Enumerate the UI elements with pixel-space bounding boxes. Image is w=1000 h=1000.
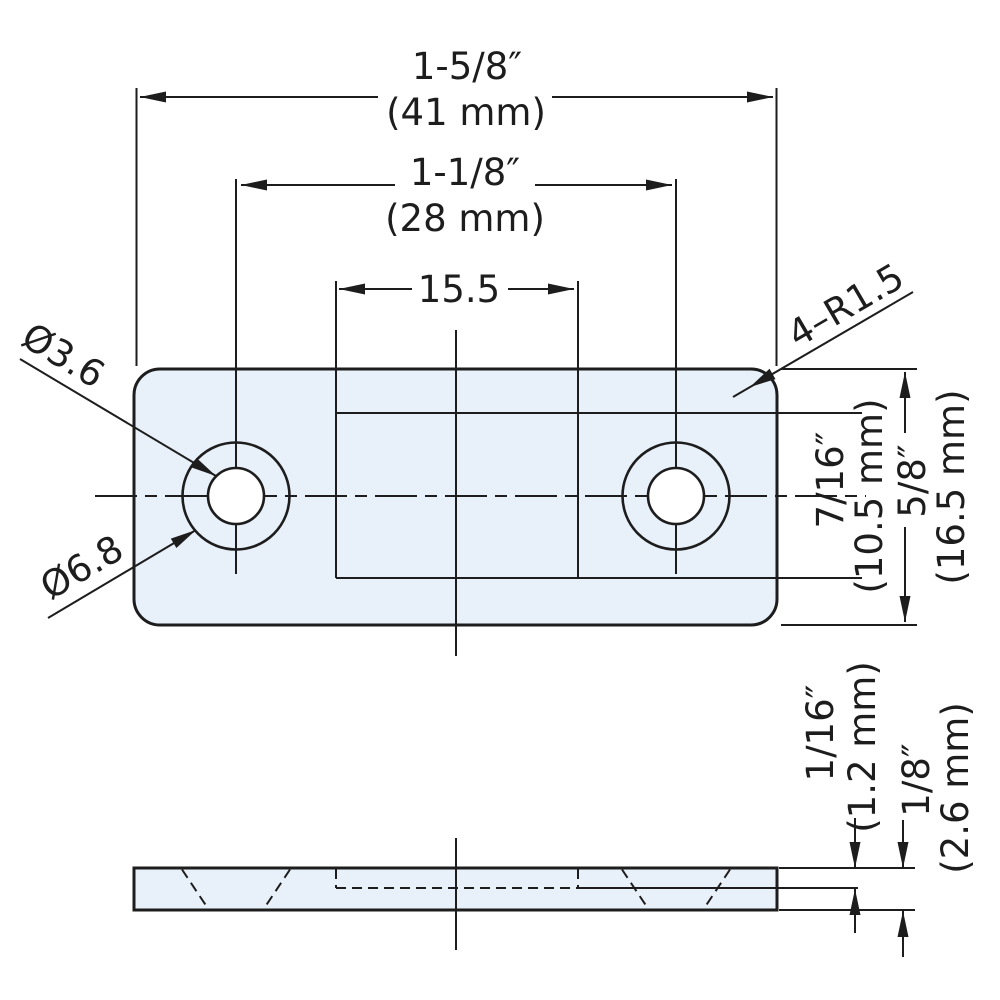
dim-recess-width: 15.5: [339, 268, 574, 311]
left-countersink-slant: [263, 868, 291, 910]
side-view: 1/16″ (1.2 mm) 1/8″ (2.6 mm): [132, 661, 977, 957]
dim-hole-spacing-metric-label: (28 mm): [385, 197, 545, 240]
right-hole-circle: [646, 466, 706, 526]
arrowhead: [170, 530, 196, 548]
dim-thickness-metric-label: (2.6 mm): [934, 702, 977, 874]
dim-overall-width: 1-5/8″ (41 mm): [135, 45, 778, 366]
dim-thickness-inch-label: 1/8″: [895, 743, 938, 816]
dim-recess-depth: 1/16″ (1.2 mm): [799, 661, 884, 933]
arrowhead: [750, 368, 776, 387]
dim-recess-height-metric-label: (10.5 mm): [848, 398, 891, 593]
arrowhead: [241, 179, 267, 191]
arrowhead: [897, 911, 909, 937]
arrowhead: [849, 842, 861, 868]
arrowhead: [897, 842, 909, 868]
arrowhead: [899, 372, 911, 398]
arrowhead: [646, 179, 672, 191]
dim-recess-width-label: 15.5: [418, 268, 500, 311]
arrowhead: [849, 889, 861, 915]
arrowhead: [140, 91, 166, 103]
left-hole-counterbore-circle: [181, 441, 291, 551]
dim-overall-height-metric-label: (16.5 mm): [930, 389, 973, 584]
leader-line: [47, 529, 197, 619]
arrowhead: [548, 283, 574, 295]
dim-overall-width-inch-label: 1-5/8″: [412, 45, 522, 88]
leader-line: [19, 358, 217, 477]
top-view: 1-5/8″ (41 mm) 1-1/8″ (28 mm) 15.5 4–R1.…: [14, 45, 973, 656]
dim-recess-depth-inch-label: 1/16″: [799, 685, 842, 782]
arrowhead: [747, 91, 773, 103]
arrowhead: [190, 457, 216, 476]
dim-recess-height: 7/16″ (10.5 mm): [809, 398, 891, 593]
dim-overall-height-inch-label: 5/8″: [891, 444, 934, 517]
counterbore-diameter-label: Ø6.8: [33, 527, 131, 609]
arrowhead: [899, 596, 911, 622]
dim-recess-height-inch-label: 7/16″: [809, 432, 852, 529]
dim-recess-depth-metric-label: (1.2 mm): [841, 661, 884, 833]
dim-hole-spacing-inch-label: 1-1/8″: [410, 151, 520, 194]
right-hole-counterbore-circle: [621, 441, 731, 551]
arrowhead: [339, 283, 365, 295]
dim-overall-width-metric-label: (41 mm): [386, 91, 546, 134]
dim-hole-spacing: 1-1/8″ (28 mm): [241, 151, 672, 240]
left-countersink-slant: [181, 868, 209, 910]
left-hole-circle: [206, 466, 266, 526]
dim-overall-height: 5/8″ (16.5 mm): [781, 368, 973, 626]
dim-thickness: 1/8″ (2.6 mm): [895, 702, 977, 957]
